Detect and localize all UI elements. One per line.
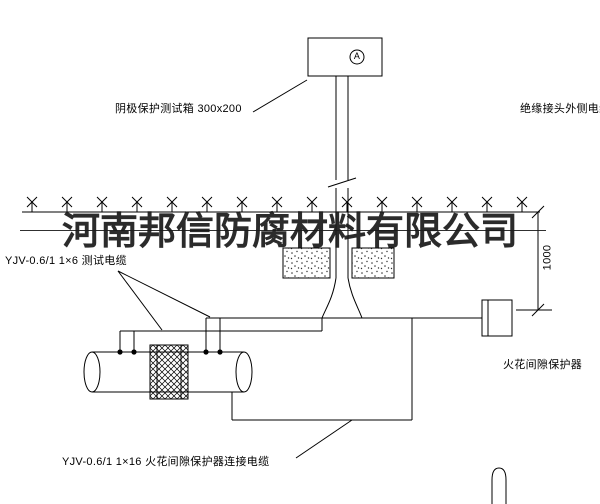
spark-gap-protector-box (481, 299, 513, 337)
pipe-end-right (235, 351, 253, 393)
spark-gap-protector-label: 火花间隙保护器 (503, 359, 583, 371)
watermark-text: 河南邦信防腐材料有限公司 (62, 211, 519, 253)
dimension-label: 1000 (541, 244, 554, 271)
test-box-leader-line (252, 79, 308, 113)
concrete-block-right (351, 247, 395, 279)
watermark-strikethrough-line (20, 230, 546, 231)
cable-connection-points (117, 349, 223, 355)
test-cable-leader-2 (117, 270, 163, 331)
insulating-joint (149, 344, 189, 400)
cable-runs (119, 277, 482, 421)
pipe-end-left (83, 351, 101, 393)
spark-gap-cable-label: YJV-0.6/1 1×16 火花间隙保护器连接电缆 (62, 456, 270, 468)
test-box (307, 37, 383, 77)
riser-symbol (491, 467, 507, 504)
ground-line (22, 196, 540, 213)
meter-circle (349, 49, 365, 65)
concrete-block-left (282, 247, 331, 279)
spark-cable-leader (295, 419, 353, 459)
insulation-joint-cable-label: 绝缘接头外侧电缆 (520, 103, 600, 115)
test-box-label: 阴极保护测试箱 300x200 (115, 103, 242, 115)
conduit-break-mark (327, 177, 357, 188)
dimension-line (516, 205, 552, 317)
leader-lines (117, 270, 353, 459)
test-cable-leader-1 (117, 270, 211, 318)
test-cable-label: YJV-0.6/1 1×6 测试电缆 (5, 255, 127, 267)
soil-mark (26, 196, 38, 213)
soil-mark (516, 196, 528, 213)
meter-symbol-label: A (353, 51, 361, 61)
